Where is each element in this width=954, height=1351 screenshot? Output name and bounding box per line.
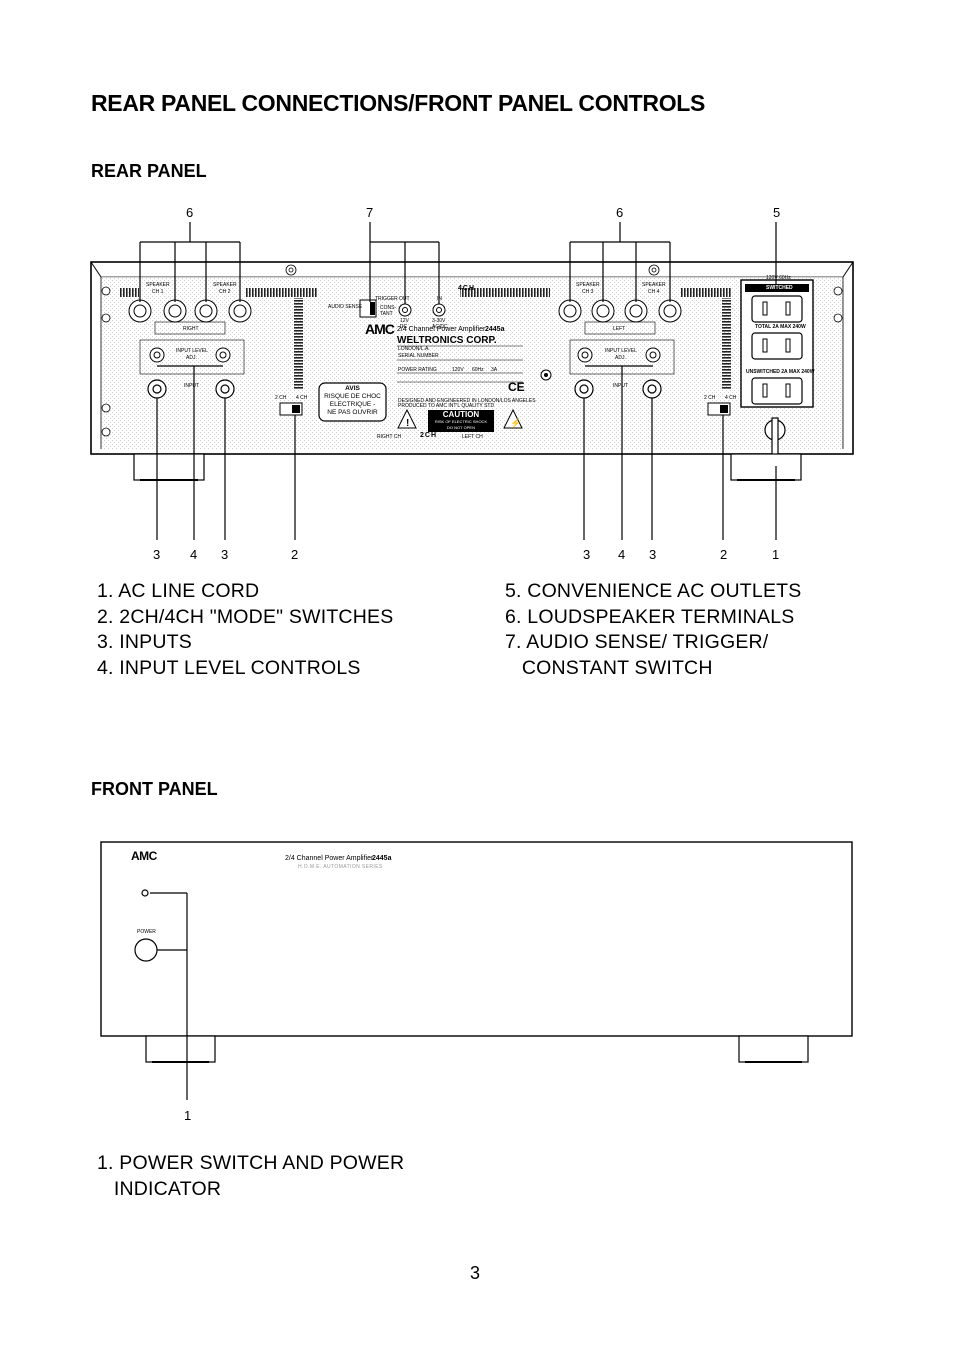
- callout-3c: 3: [583, 547, 591, 562]
- callout-3b: 3: [221, 547, 229, 562]
- label-trigger: TRIGGER: [375, 296, 398, 302]
- front-callout-1: 1: [184, 1108, 192, 1123]
- power-button[interactable]: [134, 938, 158, 962]
- avis-line-3: NE PAS OUVRIR: [327, 409, 378, 416]
- label-constant: CONS-TANT: [380, 305, 397, 317]
- label-audio-sense: AUDIO SENSE: [328, 304, 363, 310]
- avis-line-1: RISQUE DE CHOC: [324, 393, 381, 400]
- label-input-l: INPUT: [184, 383, 199, 389]
- front-legend: 1. POWER SWITCH AND POWER INDICATOR: [97, 1151, 404, 1202]
- caution-line-1: RISK OF ELECTRIC SHOCK: [434, 419, 488, 424]
- legend-item-power-indicator: INDICATOR: [97, 1177, 222, 1200]
- rear-legend-right: 5. CONVENIENCE AC OUTLETS 6. LOUDSPEAKER…: [505, 579, 801, 681]
- label-in: IN: [437, 296, 442, 302]
- front-series: H.O.M.E. AUTOMATION SERIES: [298, 864, 383, 870]
- rear-designed: DESIGNED AND ENGINEERED IN LONDON/LOS AN…: [398, 398, 536, 404]
- rear-brand-logo: AMC: [365, 321, 395, 337]
- legend-item-ac-line-cord: 1. AC LINE CORD: [97, 580, 260, 602]
- callout-2a: 2: [291, 547, 299, 562]
- legend-item-input-level: 4. INPUT LEVEL CONTROLS: [97, 656, 361, 679]
- rear-legend-left: 1. AC LINE CORD 2. 2CH/4CH "MODE" SWITCH…: [97, 579, 393, 681]
- rear-panel-heading: REAR PANEL: [91, 161, 207, 181]
- outlet-rating: 120V 60Hz: [766, 275, 791, 281]
- label-4ch-mode: 4CH: [458, 285, 476, 292]
- rear-model-prefix: 2/4 Channel Power Amplifier: [397, 326, 486, 333]
- label-2ch-mode: 2CH: [420, 432, 438, 439]
- label-2ch-l: 2 CH: [275, 395, 287, 401]
- outlet-switched: SWITCHED: [766, 285, 793, 291]
- label-ch2: CH 2: [219, 289, 231, 295]
- label-left: LEFT: [613, 326, 626, 332]
- legend-item-power-switch: 1. POWER SWITCH AND POWER: [97, 1152, 405, 1174]
- callout-4a: 4: [190, 547, 198, 562]
- label-3-30v: 3-30V AC/DC: [432, 318, 448, 330]
- front-model-prefix: 2/4 Channel Power Amplifier: [285, 855, 374, 862]
- caution-line-2: DO NOT OPEN: [447, 425, 475, 430]
- rear-location: LONDON/L.A.: [398, 346, 430, 352]
- label-ch1: CH 1: [152, 289, 164, 295]
- callout-4b: 4: [618, 547, 626, 562]
- rear-model: 2445a: [485, 326, 505, 333]
- label-ch3: CH 3: [582, 289, 594, 295]
- label-adj-l: ADJ.: [186, 355, 197, 361]
- callout-1: 1: [772, 547, 780, 562]
- label-out: OUT: [399, 296, 410, 302]
- callout-5: 5: [773, 205, 781, 220]
- avis-line-2: ELECTRIQUE -: [329, 401, 376, 408]
- callout-3d: 3: [649, 547, 657, 562]
- label-speaker-ch4: SPEAKER: [642, 282, 666, 288]
- ce-mark: CE: [508, 380, 525, 394]
- page-title: REAR PANEL CONNECTIONS/FRONT PANEL CONTR…: [91, 90, 706, 116]
- front-panel-heading: FRONT PANEL: [91, 779, 218, 799]
- label-ch4: CH 4: [648, 289, 660, 295]
- outlet-unswitched: UNSWITCHED 2A MAX 240W: [746, 369, 815, 375]
- caution-label: CAUTION RISK OF ELECTRIC SHOCK DO NOT OP…: [428, 410, 494, 431]
- power-label: POWER: [137, 929, 156, 935]
- front-brand-logo: AMC: [131, 849, 157, 863]
- legend-item-inputs: 3. INPUTS: [97, 631, 192, 653]
- rear-serial: SERIAL NUMBER: [398, 353, 439, 359]
- rear-power-rating: POWER RATING: [398, 367, 437, 373]
- label-4ch-r: 4 CH: [725, 395, 737, 401]
- legend-item-outlets: 5. CONVENIENCE AC OUTLETS: [505, 580, 802, 602]
- label-input-level-l: INPUT LEVEL: [176, 348, 208, 354]
- label-speaker-ch3: SPEAKER: [576, 282, 600, 288]
- legend-item-audio-sense-cont: CONSTANT SWITCH: [505, 656, 713, 679]
- label-speaker-ch1: SPEAKER: [146, 282, 170, 288]
- avis-title: AVIS: [345, 385, 360, 392]
- callout-2b: 2: [720, 547, 728, 562]
- rear-volts: 120V: [452, 367, 464, 373]
- front-model: 2445a: [372, 855, 392, 862]
- legend-item-audio-sense: 7. AUDIO SENSE/ TRIGGER/: [505, 631, 769, 653]
- label-adj-r: ADJ.: [615, 355, 626, 361]
- label-12v: 12V DC: [400, 318, 409, 330]
- svg-text:!: !: [406, 418, 409, 429]
- rear-company: WELTRONICS CORP.: [397, 335, 497, 346]
- label-right: RIGHT: [183, 326, 199, 332]
- callout-3a: 3: [153, 547, 161, 562]
- label-left-ch: LEFT CH: [462, 434, 483, 440]
- svg-text:⚡: ⚡: [510, 417, 521, 429]
- label-input-r: INPUT: [613, 383, 628, 389]
- legend-item-mode-switches: 2. 2CH/4CH "MODE" SWITCHES: [97, 605, 394, 628]
- label-speaker-ch2: SPEAKER: [213, 282, 237, 288]
- callout-6b: 6: [616, 205, 624, 220]
- rear-hz: 60Hz: [472, 367, 484, 373]
- label-4ch-l: 4 CH: [296, 395, 308, 401]
- page-number: 3: [470, 1263, 481, 1283]
- avis-label: AVIS RISQUE DE CHOC ELECTRIQUE - NE PAS …: [319, 385, 386, 417]
- label-input-level-r: INPUT LEVEL: [605, 348, 637, 354]
- rear-amps: 3A: [491, 367, 498, 373]
- callout-6a: 6: [186, 205, 194, 220]
- label-2ch-r: 2 CH: [704, 395, 716, 401]
- callout-7: 7: [366, 205, 374, 220]
- caution-title: CAUTION: [442, 410, 480, 419]
- rear-produced: PRODUCED TO AMC INT'L QUALITY STD: [398, 403, 495, 409]
- legend-item-speaker-terminals: 6. LOUDSPEAKER TERMINALS: [505, 605, 795, 628]
- label-right-ch: RIGHT CH: [377, 434, 402, 440]
- outlet-total: TOTAL 2A MAX 240W: [755, 324, 806, 330]
